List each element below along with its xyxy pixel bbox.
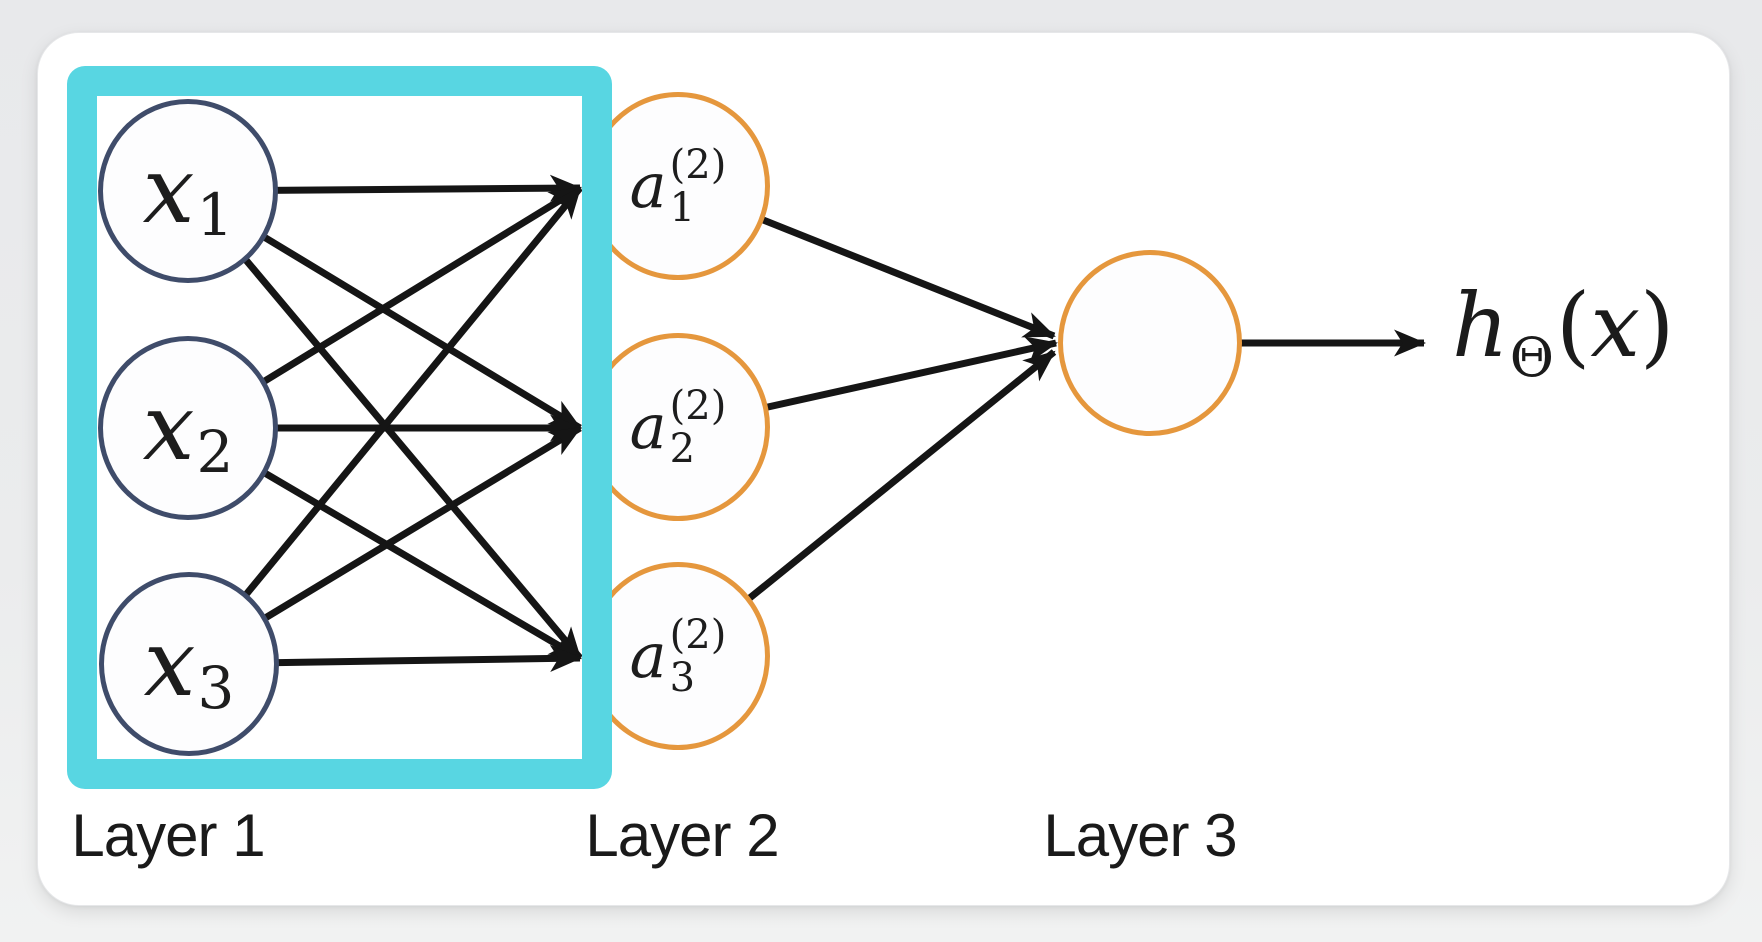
a1-base: a — [629, 149, 667, 222]
formula-subscript: Θ — [1509, 326, 1554, 389]
node-label-a3: a (2) 3 — [629, 611, 727, 701]
formula-open-paren: ( — [1555, 274, 1591, 377]
a1-subscript: 1 — [669, 184, 696, 231]
a3-superscript: (2) — [669, 611, 727, 658]
layer3-caption: Layer 3 — [1043, 802, 1237, 869]
a3-subscript: 3 — [669, 654, 696, 701]
a2-scripts: (2) 2 — [669, 382, 727, 472]
a1-superscript: (2) — [669, 141, 727, 188]
layer2-caption: Layer 2 — [585, 802, 779, 869]
layer1-caption: Layer 1 — [71, 802, 265, 869]
formula-base: h — [1452, 274, 1509, 377]
a3-scripts: (2) 3 — [669, 611, 727, 701]
a2-base: a — [629, 390, 667, 463]
output-formula: hΘ(x) — [1452, 282, 1674, 385]
x3-subscript: 3 — [197, 654, 235, 722]
a2-subscript: 2 — [669, 425, 696, 472]
hidden-node-a1: a (2) 1 — [586, 92, 770, 280]
node-label-a1: a (2) 1 — [629, 141, 727, 231]
node-label-a2: a (2) 2 — [629, 382, 727, 472]
a1-scripts: (2) 1 — [669, 141, 727, 231]
a3-base: a — [629, 619, 667, 692]
formula-close-paren: ) — [1639, 274, 1675, 377]
hidden-node-a2: a (2) 2 — [586, 333, 770, 521]
layer1-highlight-box — [67, 66, 612, 789]
hidden-node-a3: a (2) 3 — [586, 562, 770, 750]
output-node — [1058, 250, 1242, 436]
a2-superscript: (2) — [669, 382, 727, 429]
formula-variable: x — [1590, 274, 1640, 377]
